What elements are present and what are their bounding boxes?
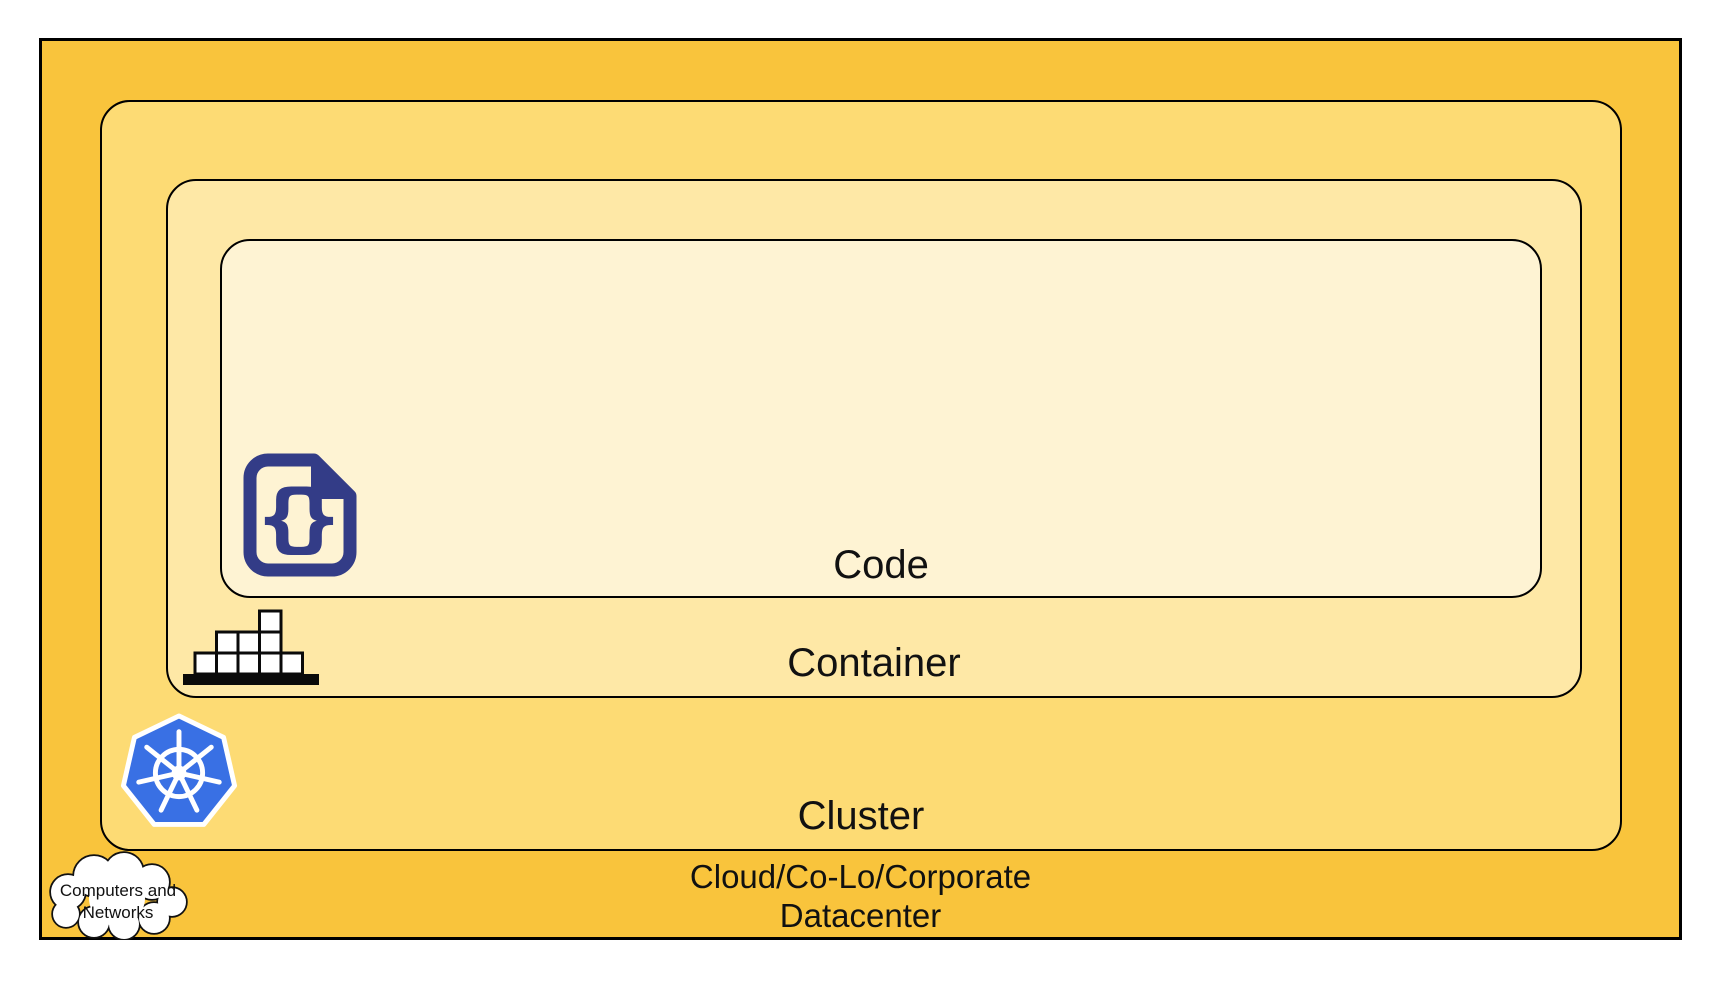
- cloud-network-icon: Computers and Networks: [42, 850, 190, 941]
- kubernetes-helm-icon: [120, 713, 238, 827]
- container-label: Container: [787, 641, 961, 685]
- svg-text:{: {: [256, 475, 309, 561]
- datacenter-label-line2: Datacenter: [779, 897, 942, 935]
- datacenter-label-line1: Cloud/Co-Lo/Corporate: [689, 858, 1032, 896]
- datacenter-label: Cloud/Co-Lo/Corporate Datacenter: [42, 858, 1679, 936]
- cluster-box: { } Code: [100, 100, 1622, 851]
- container-box: { } Code: [166, 179, 1582, 698]
- cloud-label-line2: Networks: [83, 903, 154, 922]
- code-label: Code: [833, 543, 929, 587]
- datacenter-box: { } Code: [39, 38, 1682, 940]
- code-box: { } Code: [220, 239, 1542, 598]
- code-file-icon: { }: [243, 453, 357, 577]
- container-stack-icon: [183, 609, 319, 685]
- svg-text:}: }: [290, 475, 343, 561]
- cluster-label: Cluster: [797, 794, 925, 838]
- cloud-label-line1: Computers and: [60, 881, 176, 900]
